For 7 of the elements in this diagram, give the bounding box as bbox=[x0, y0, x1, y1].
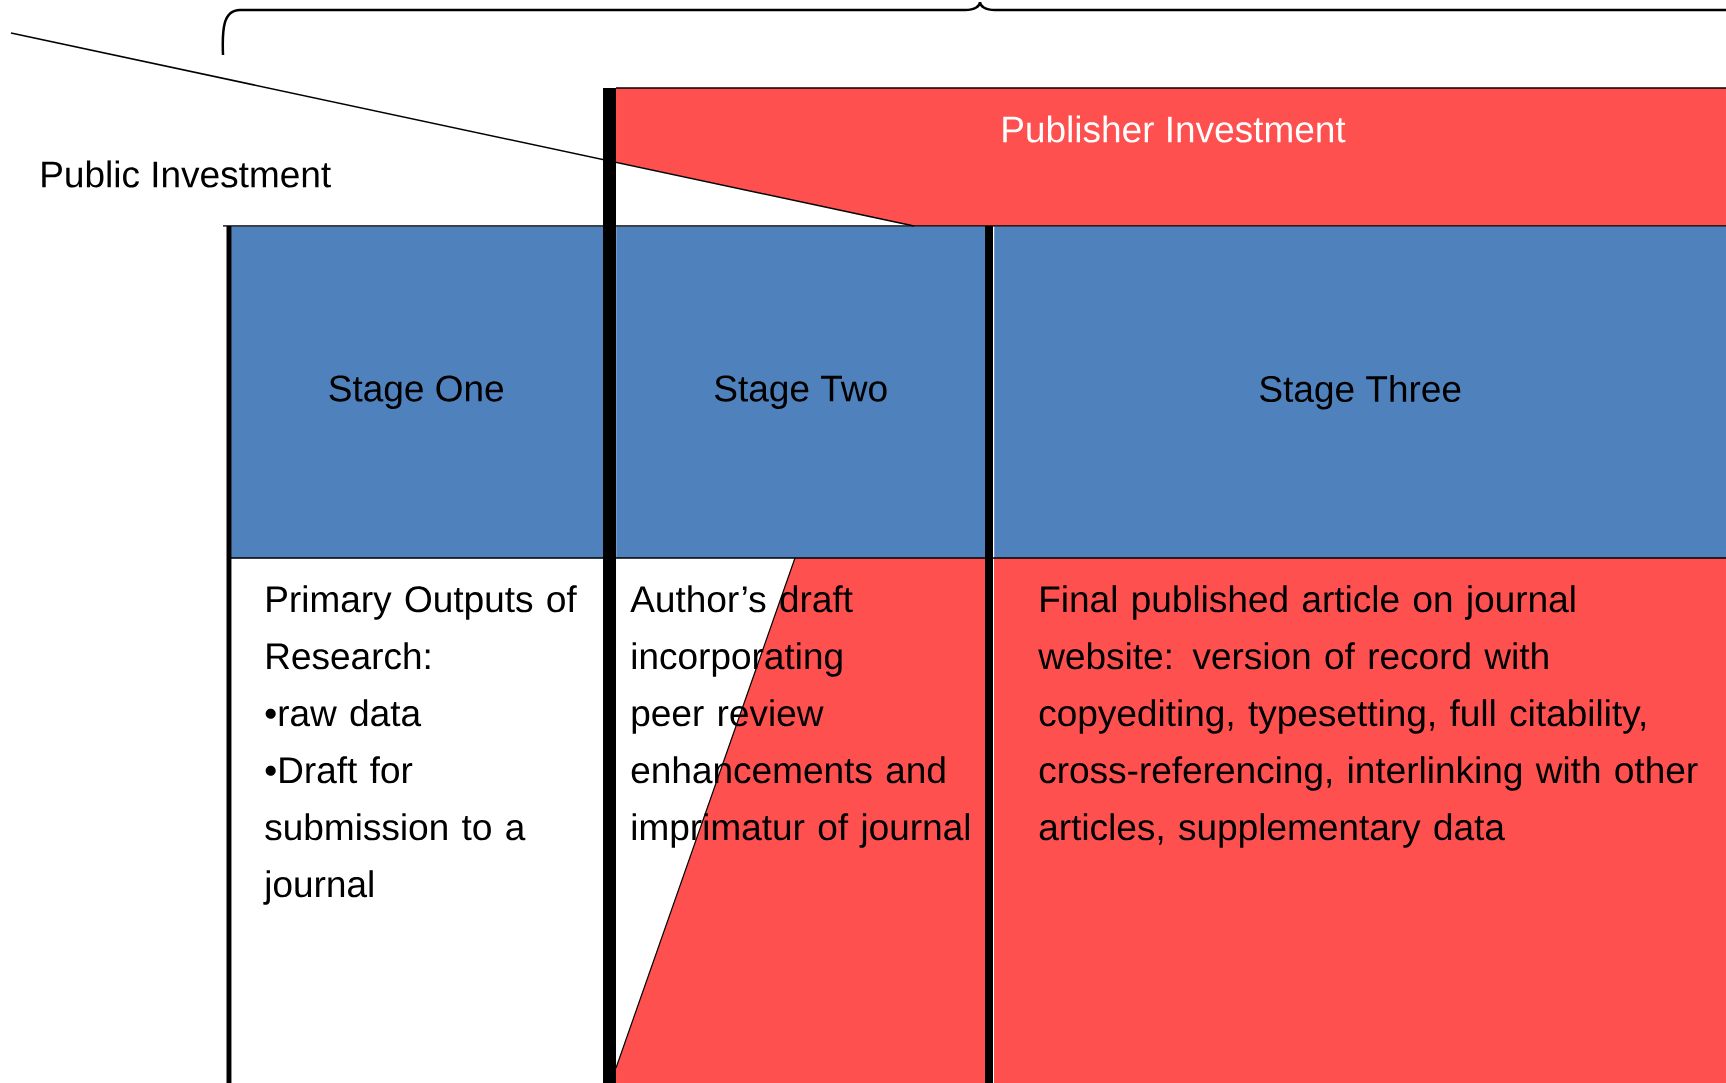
stage-cell: Final published article on journal website: version of record with copyediting, typesetting, full citability, cross-referencing, interlinking with other articles, supplementary data bbox=[994, 558, 1726, 1083]
investment-band: Publisher Investment bbox=[616, 88, 1726, 226]
stage-header: Stage One bbox=[229, 226, 604, 559]
stage-header: Stage Two bbox=[616, 226, 986, 559]
stage-header: Stage Three bbox=[994, 226, 1726, 559]
stage-cell: Primary Outputs of Research: •raw data •Draft for submission to a journal bbox=[263, 585, 577, 905]
investment-label: Public Investment bbox=[42, 160, 331, 188]
